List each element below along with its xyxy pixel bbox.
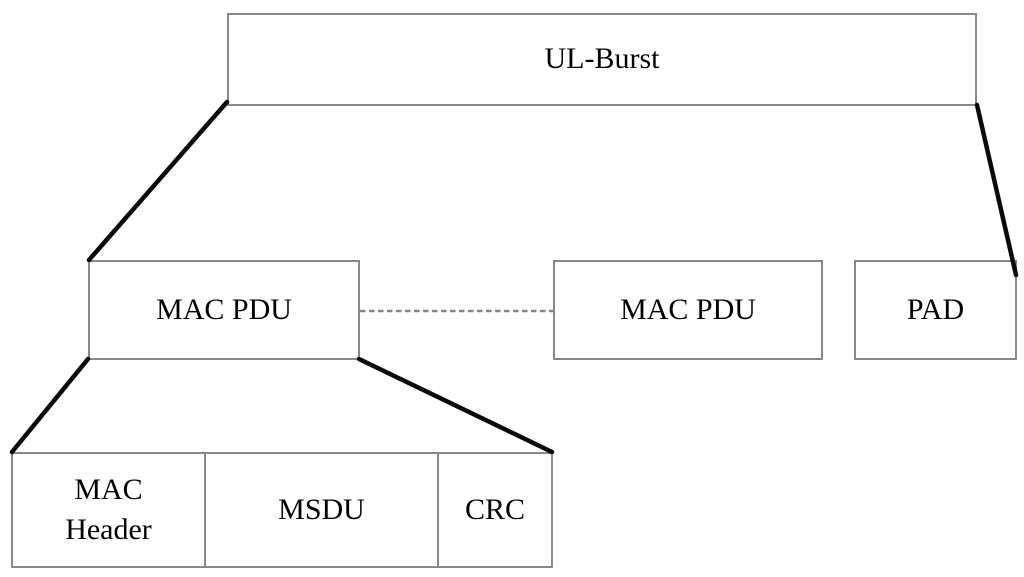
cell-crc: CRC [439,454,551,566]
connector-ul-burst-to-mac-pdu-1-left [86,99,230,263]
node-mac-pdu-2: MAC PDU [553,260,823,360]
node-mac-pdu-1: MAC PDU [88,260,360,360]
connector-ul-burst-to-pad-right [974,102,1019,278]
cell-mac-header-label: MAC Header [65,473,152,546]
node-mac-pdu-2-label: MAC PDU [620,292,756,326]
node-pad-label: PAD [906,292,965,326]
node-pad: PAD [854,260,1017,360]
cell-msdu-label: MSDU [278,493,365,526]
node-ul-burst-label: UL-Burst [544,42,660,76]
node-ul-burst: UL-Burst [227,13,977,106]
connector-mac-pdu-1-to-breakdown-left [9,356,91,455]
cell-msdu: MSDU [206,454,439,566]
cell-crc-label: CRC [464,493,526,526]
cell-mac-header: MAC Header [13,454,206,566]
connector-mac-pdu-1-to-breakdown-right [356,356,555,455]
node-mac-pdu-1-label: MAC PDU [156,292,292,326]
node-mac-pdu-breakdown: MAC Header MSDU CRC [11,452,553,568]
